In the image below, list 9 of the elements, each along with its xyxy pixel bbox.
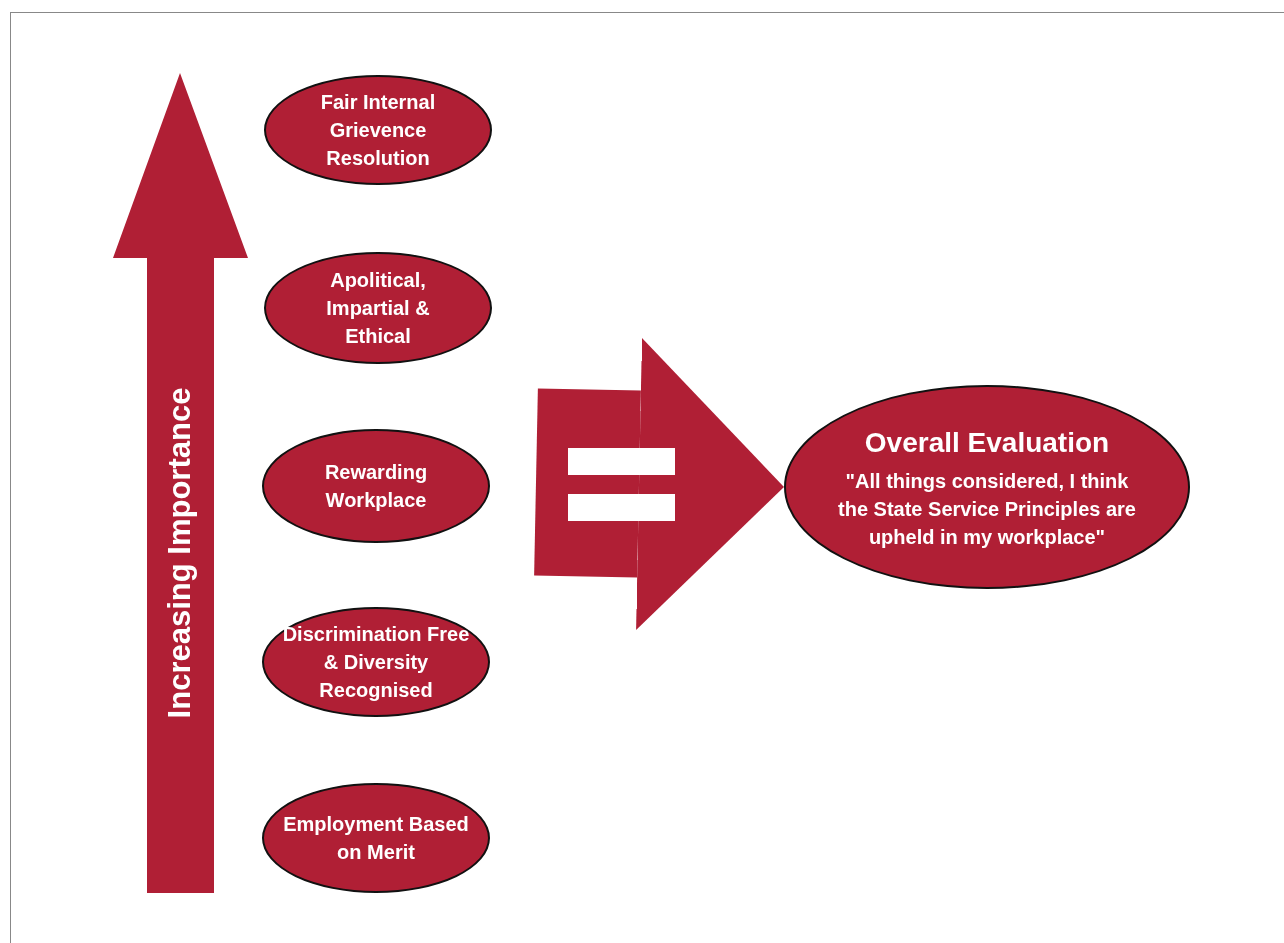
quote-text: "All things considered, I think the State Service Principles are upheld in my workplace" xyxy=(837,468,1137,550)
node-text: Discrimination Free & Diversity Recognised xyxy=(281,622,471,703)
node-text: Employment Based on Merit xyxy=(282,812,470,865)
node-text: Apolitical, Impartial & Ethical xyxy=(325,268,431,349)
node-text: Rewarding Workplace xyxy=(323,460,429,513)
heading-text: Overall Evaluation xyxy=(864,426,1110,461)
node-text: Fair Internal Grievence Resolution xyxy=(319,90,437,171)
block-arrow xyxy=(534,338,784,631)
axis-label: Increasing Importance xyxy=(161,387,198,719)
